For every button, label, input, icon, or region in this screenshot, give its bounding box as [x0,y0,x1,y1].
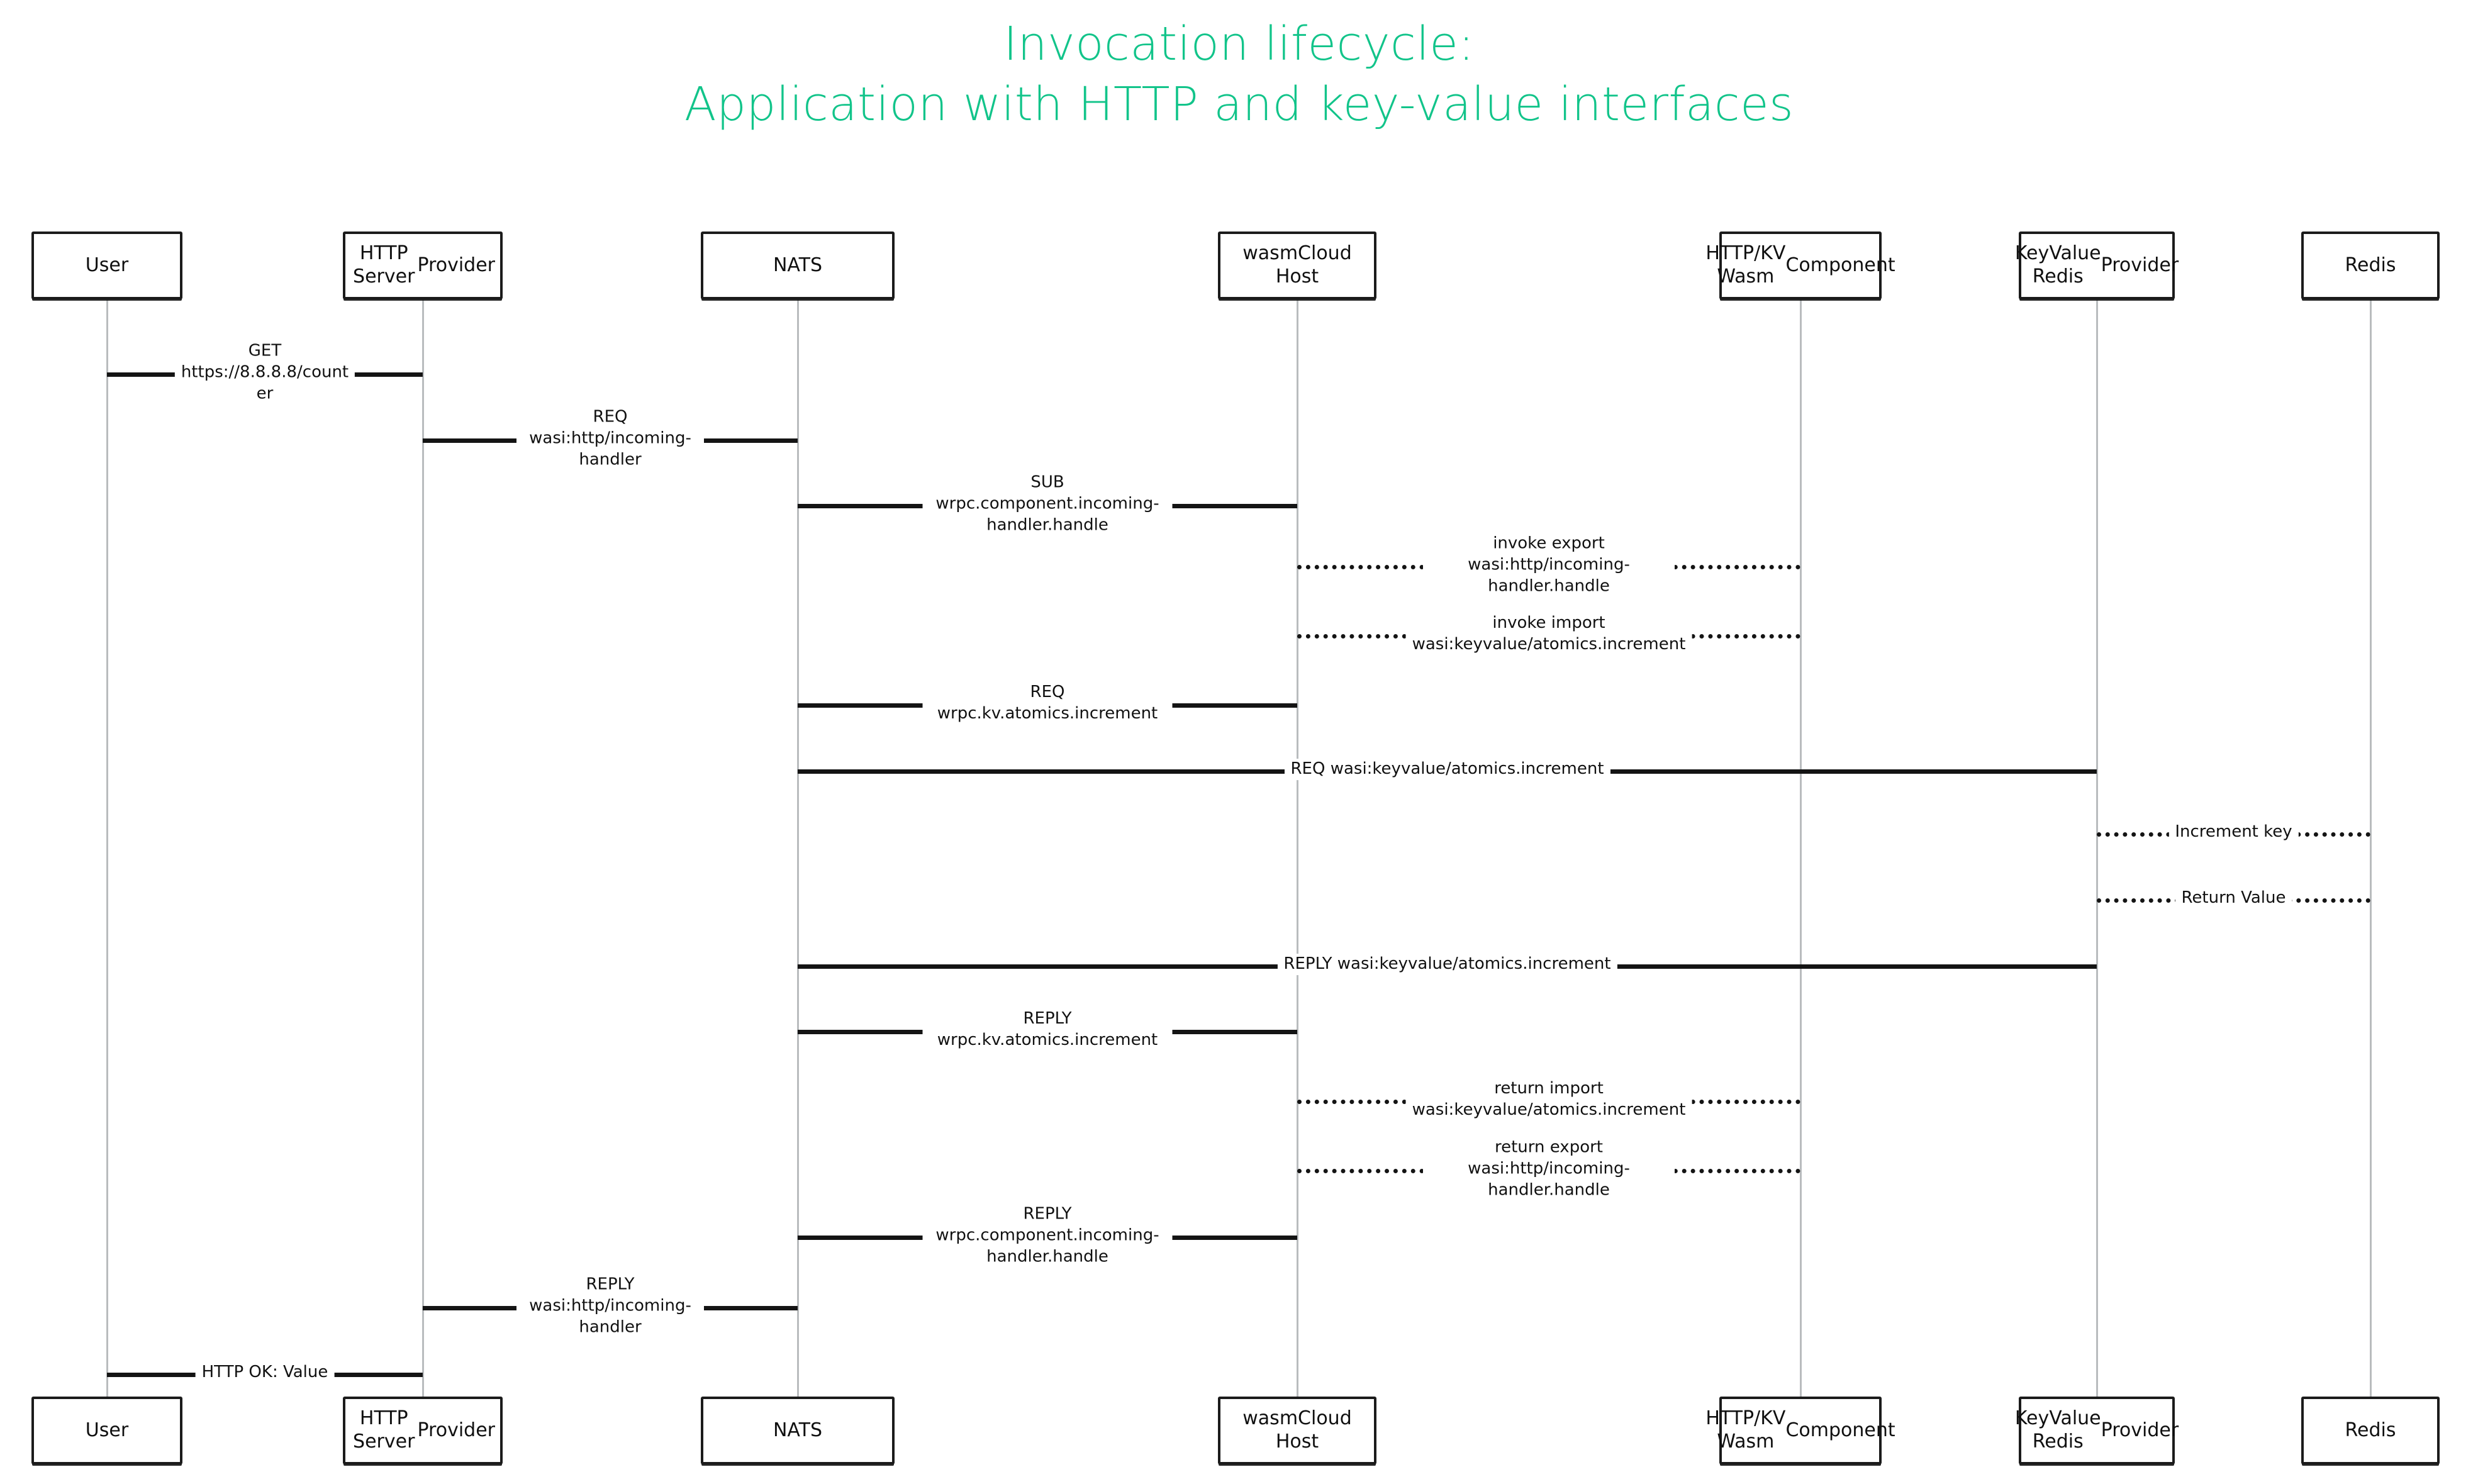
participant-box-wasmcloud-host[interactable]: wasmCloud Host [1218,1397,1376,1464]
participant-label-line: NATS [773,254,822,276]
participant-label-line: wasmCloud Host [1242,242,1352,287]
participant-label-line: HTTP/KV Wasm [1705,1407,1786,1453]
participant-label-line: Redis [2345,254,2396,276]
participant-label-line: User [85,1419,129,1441]
lifeline-nats [797,299,799,1397]
participant-box-user[interactable]: User [31,232,182,299]
title-line-1: Invocation lifecycle: [1003,17,1475,71]
participant-label-line: Provider [417,1419,495,1441]
lifeline-keyvalue-redis-provider [2096,299,2098,1397]
participant-box-nats[interactable]: NATS [701,1397,895,1464]
participant-box-redis[interactable]: Redis [2301,232,2440,299]
message-label: return import wasi:keyvalue/atomics.incr… [1405,1078,1692,1121]
message-label: Return Value [2175,888,2292,909]
message-label: REQ wasi:http/incoming- handler [516,406,704,471]
participant-box-wasmcloud-host[interactable]: wasmCloud Host [1218,232,1376,299]
message-label: REPLY wrpc.kv.atomics.increment [922,1008,1173,1051]
message-label: GET https://8.8.8.8/count er [174,340,355,404]
lifeline-user [106,299,108,1397]
participant-box-user[interactable]: User [31,1397,182,1464]
message-label: SUB wrpc.component.incoming- handler.han… [922,472,1173,536]
participant-label-line: Provider [417,254,495,276]
lifeline-wasm-component [1800,299,1802,1397]
lifeline-wasmcloud-host [1297,299,1298,1397]
message-label: Increment key [2168,822,2299,843]
diagram-title: Invocation lifecycle: Application with H… [0,14,2478,135]
participant-label-line: Provider [2101,254,2179,276]
lifeline-redis [2370,299,2372,1397]
participant-box-nats[interactable]: NATS [701,232,895,299]
message-label: HTTP OK: Value [195,1362,335,1383]
message-label: REQ wasi:keyvalue/atomics.increment [1284,759,1610,780]
message-label: REPLY wasi:http/incoming-handler [516,1274,704,1338]
participant-label-line: HTTP/KV Wasm [1705,242,1786,287]
participant-label-line: NATS [773,1419,822,1441]
message-label: REPLY wasi:keyvalue/atomics.increment [1277,954,1617,975]
message-label: REQ wrpc.kv.atomics.increment [922,682,1173,725]
participant-box-redis[interactable]: Redis [2301,1397,2440,1464]
participant-label-line: KeyValue Redis [2014,242,2101,287]
title-line-2: Application with HTTP and key-value inte… [684,77,1794,132]
participant-label-line: HTTP Server [353,1407,415,1453]
message-label: invoke import wasi:keyvalue/atomics.incr… [1405,613,1692,656]
participant-label-line: wasmCloud Host [1242,1407,1352,1453]
lifeline-http-server-provider [422,299,424,1397]
message-label: REPLY wrpc.component.incoming- handler.h… [922,1203,1173,1268]
message-label: invoke export wasi:http/incoming- handle… [1423,533,1675,597]
participant-label-line: Redis [2345,1419,2396,1441]
participant-label-line: KeyValue Redis [2014,1407,2101,1453]
participant-label-line: HTTP Server [353,242,415,287]
participant-label-line: Component [1785,254,1895,276]
participant-label-line: Provider [2101,1419,2179,1441]
participant-label-line: User [85,254,129,276]
message-label: return export wasi:http/incoming- handle… [1423,1137,1675,1201]
participant-label-line: Component [1785,1419,1895,1441]
